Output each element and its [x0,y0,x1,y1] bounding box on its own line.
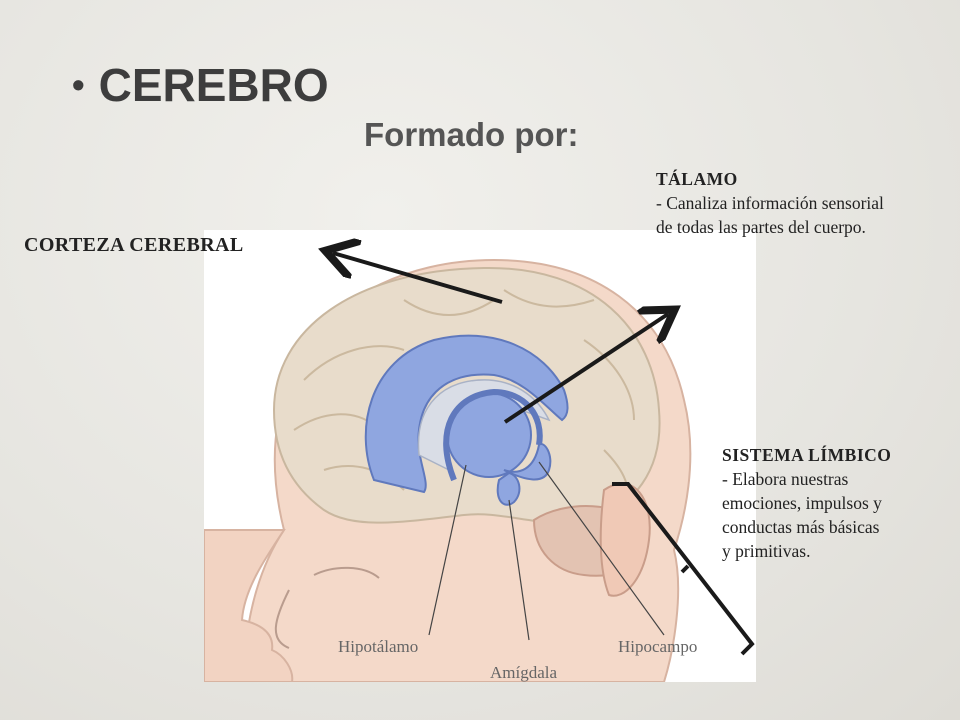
brain-illustration: Hipotálamo Amígdala Hipocampo [204,230,756,682]
limbico-block: SISTEMA LÍMBICO - Elabora nuestras emoci… [722,443,942,563]
title-bullet: • [72,64,85,105]
limbico-desc-line-2: emociones, impulsos y [722,493,882,513]
leader-amigdala [508,499,530,641]
title-text: CEREBRO [98,59,329,111]
limbico-desc-line-3: conductas más básicas [722,517,880,537]
hippocampus-shape [503,443,552,481]
talamo-desc-line-2: de todas las partes del cuerpo. [656,217,866,237]
page-title: • CEREBRO [72,58,329,112]
label-corteza-cerebral: CORTEZA CEREBRAL [24,234,244,256]
subtitle: Formado por: [364,116,579,153]
limbico-desc-line-4: y primitivas. [722,541,811,561]
label-amigdala: Amígdala [490,663,558,682]
nose [274,589,290,649]
limbico-title: SISTEMA LÍMBICO [722,445,892,465]
face-profile [204,529,294,682]
amygdala-shape [496,471,521,506]
talamo-desc-line-1: - Canaliza información sensorial [656,193,884,213]
talamo-block: TÁLAMO - Canaliza información sensorial … [656,167,956,239]
label-hipocampo: Hipocampo [618,637,698,656]
limbico-desc-line-1: - Elabora nuestras [722,469,849,489]
talamo-title: TÁLAMO [656,169,738,189]
brain-drawing [204,258,692,682]
leader-hipotalamo [428,464,467,636]
label-hipotalamo: Hipotálamo [338,637,419,656]
eye [313,566,380,579]
